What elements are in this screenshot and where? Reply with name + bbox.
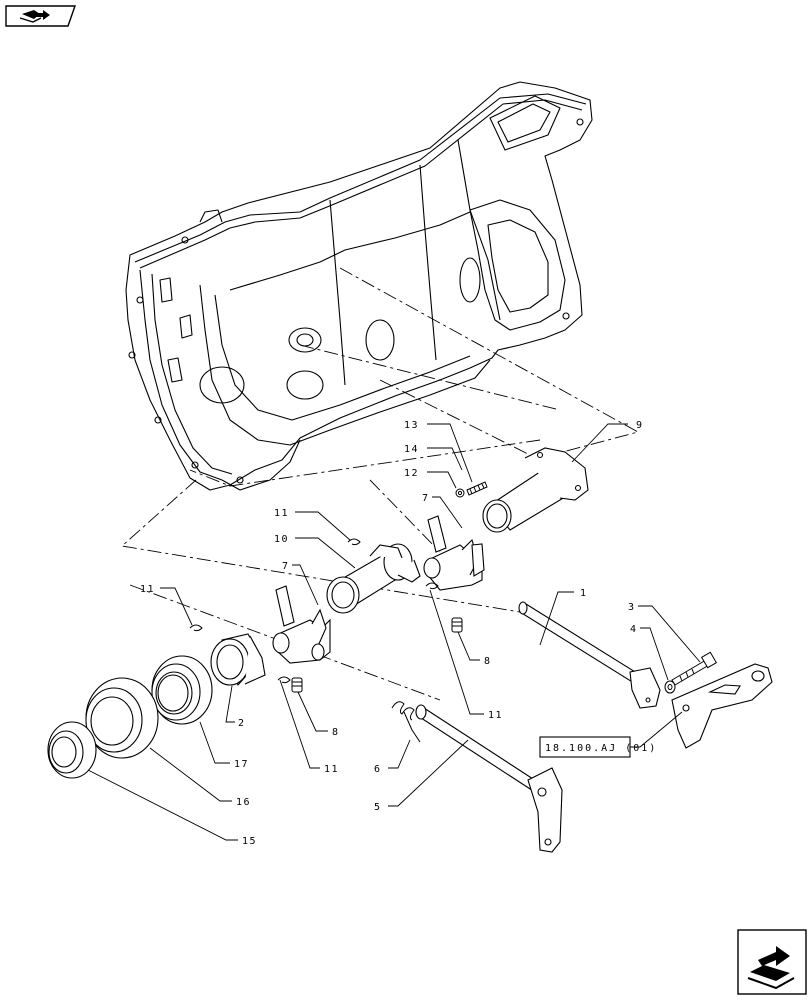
part-13-screw <box>455 481 488 498</box>
nav-next-button[interactable] <box>737 929 807 995</box>
callout-11-bottom: 11 <box>324 764 339 775</box>
part-5-shaft <box>415 704 563 853</box>
part-6-spring <box>391 701 421 743</box>
reference-link[interactable]: 18.100.AJ (01) <box>539 736 657 758</box>
reference-label: 18.100.AJ (01) <box>545 743 657 754</box>
callout-14: 14 <box>404 444 419 455</box>
assembly-lines <box>120 267 640 701</box>
nav-prev-button[interactable] <box>5 5 76 27</box>
part-8-pin-lower <box>291 677 303 693</box>
callout-10: 10 <box>274 534 289 545</box>
callout-5: 5 <box>374 802 382 813</box>
part-7-upper-fork <box>423 515 485 591</box>
part-7-lower-fork <box>272 585 331 664</box>
callout-8-upper: 8 <box>484 656 492 667</box>
part-4-washer <box>664 680 676 694</box>
lever-plate <box>671 663 773 749</box>
callout-2: 2 <box>238 718 246 729</box>
callout-4: 4 <box>630 624 638 635</box>
callout-11-top: 11 <box>274 508 289 519</box>
callout-labels: 9 13 14 12 7 11 10 7 11 1 3 4 8 11 8 11 … <box>140 420 644 847</box>
part-11-clips <box>189 538 439 684</box>
part-10-sleeve <box>326 543 421 614</box>
part-1-shaft <box>518 601 661 709</box>
callout-7-upper: 7 <box>422 493 430 504</box>
part-3-bolt <box>671 651 718 686</box>
callout-1: 1 <box>580 588 588 599</box>
callout-7-lower: 7 <box>282 561 290 572</box>
callout-13: 13 <box>404 420 419 431</box>
book-arrow-icon <box>19 10 50 23</box>
callout-15: 15 <box>242 836 257 847</box>
callout-16: 16 <box>236 797 251 808</box>
part-9-tube-flange <box>482 447 589 533</box>
callout-3: 3 <box>628 602 636 613</box>
callout-9: 9 <box>636 420 644 431</box>
book-arrow-icon <box>747 946 795 990</box>
callout-17: 17 <box>234 759 249 770</box>
part-16-bearing <box>85 677 159 759</box>
part-8-pin-upper <box>451 617 463 633</box>
part-2-collar <box>210 633 266 687</box>
transmission-housing <box>125 81 593 491</box>
callout-11-left: 11 <box>140 584 155 595</box>
leader-lines <box>87 423 701 841</box>
callout-6: 6 <box>374 764 382 775</box>
part-15-seal <box>47 721 97 779</box>
callout-12: 12 <box>404 468 419 479</box>
callout-11-right: 11 <box>488 710 503 721</box>
callout-8-lower: 8 <box>332 727 340 738</box>
part-17-bearing <box>151 655 213 725</box>
